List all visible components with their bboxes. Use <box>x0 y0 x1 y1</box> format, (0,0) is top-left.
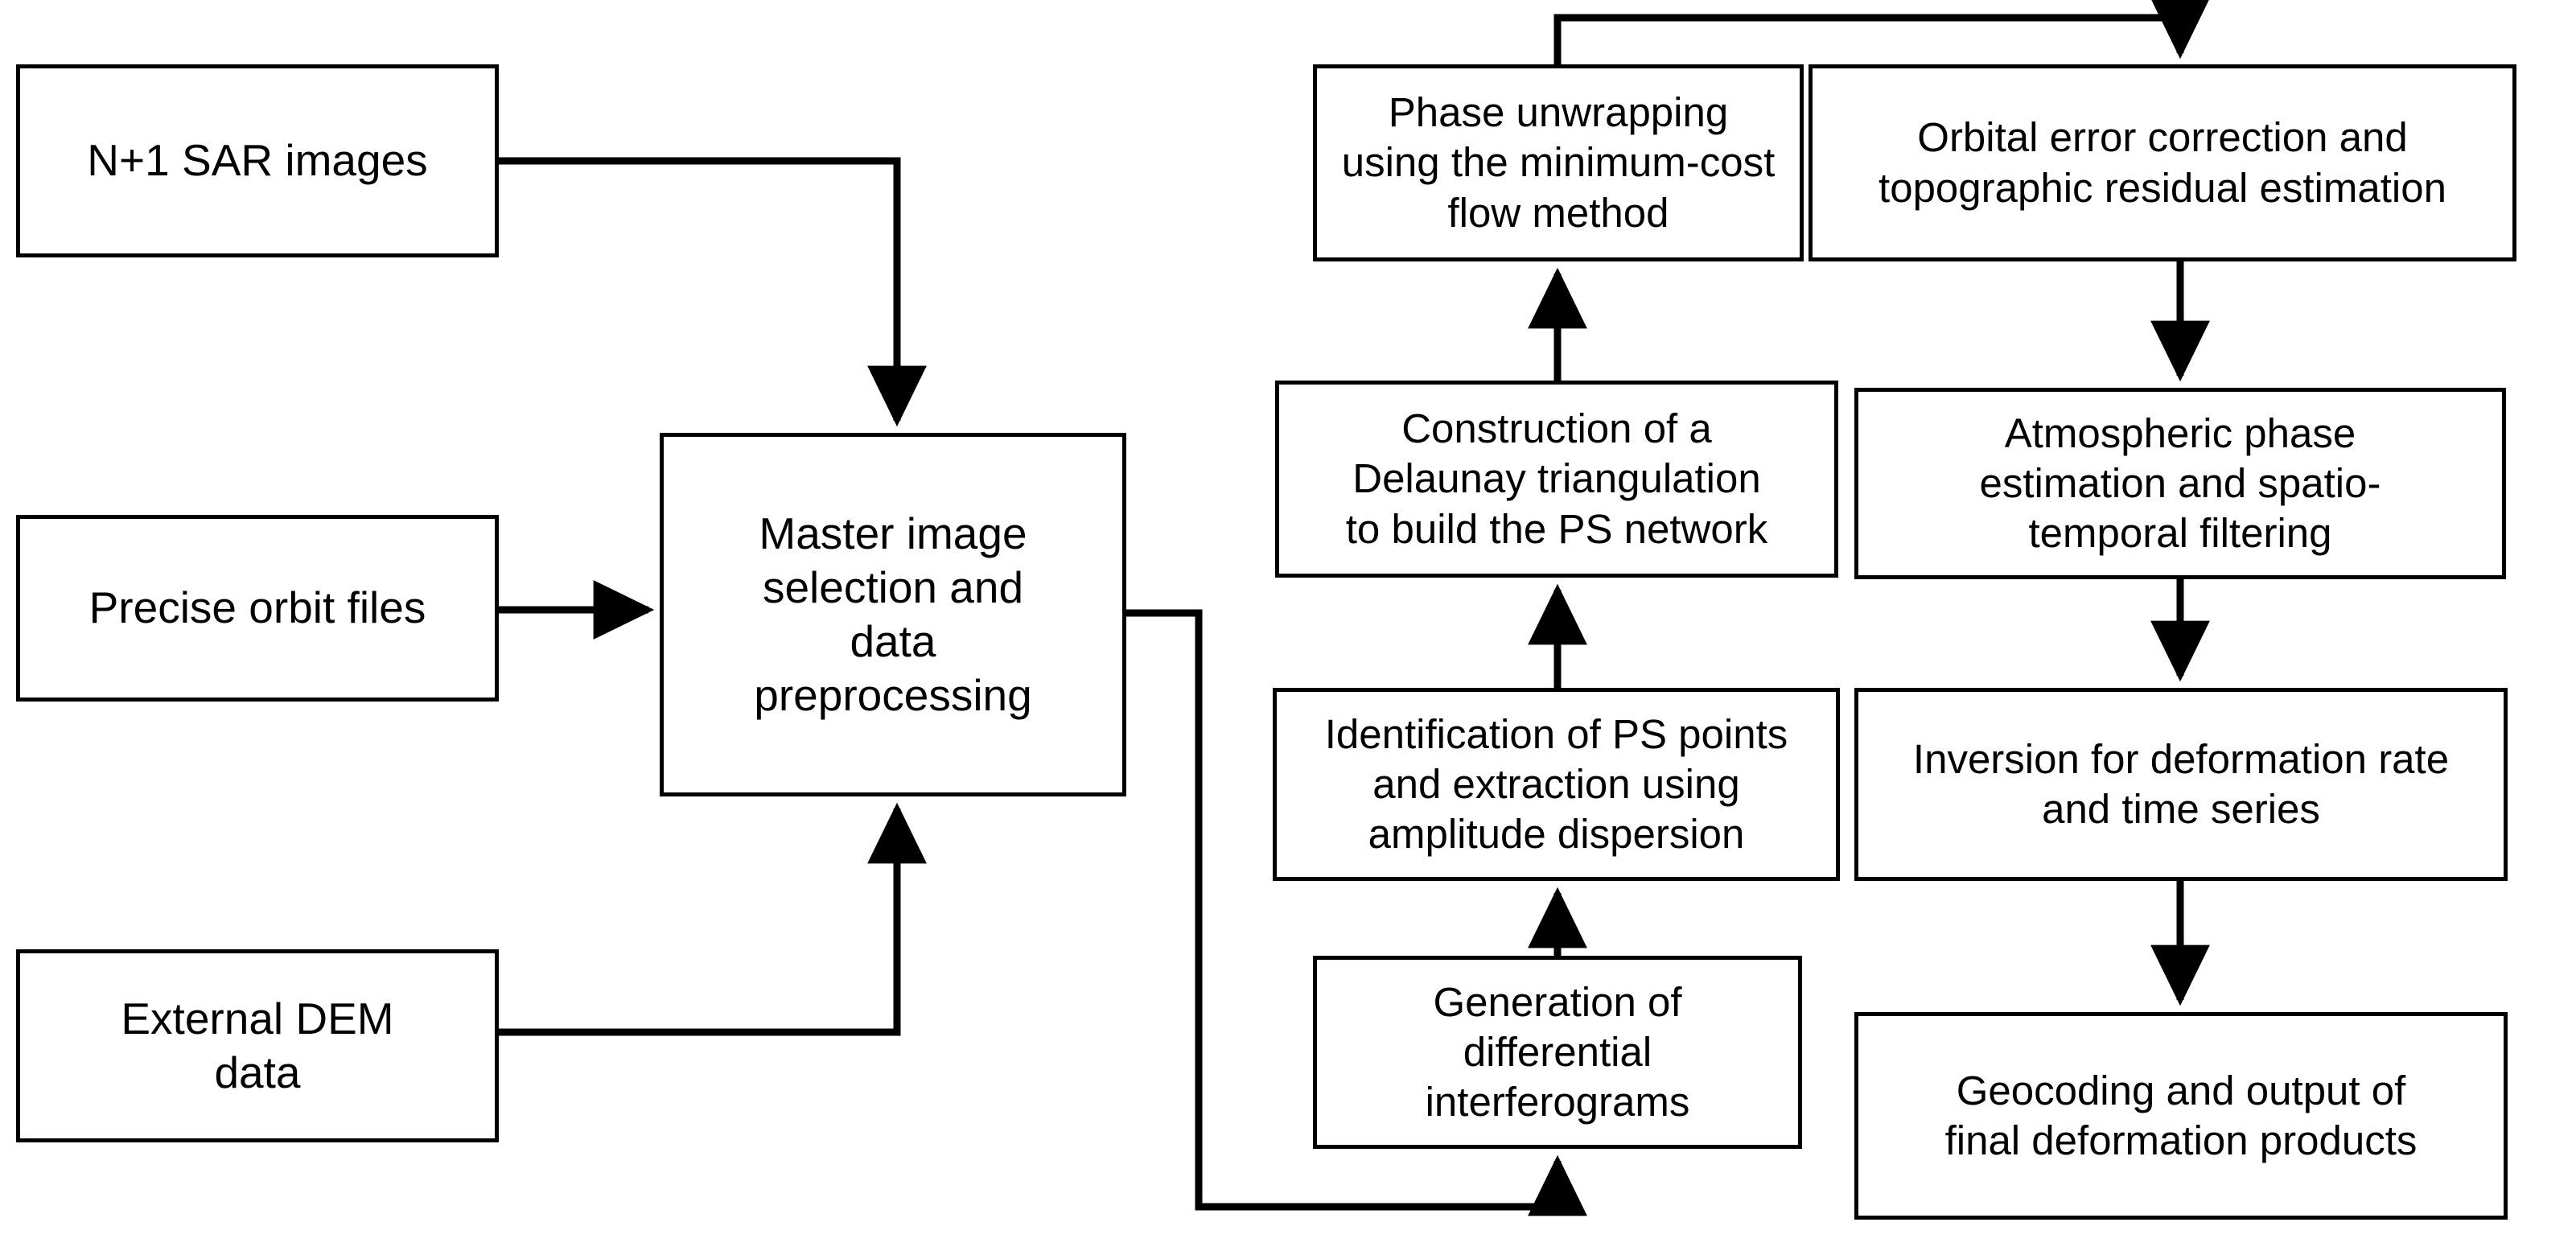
node-sar-images-label: N+1 SAR images <box>87 135 428 186</box>
node-differential-interferograms[interactable]: Generation of differential interferogram… <box>1313 956 1802 1149</box>
node-delaunay-triangulation-label: Construction of a Delaunay triangulation… <box>1345 405 1768 552</box>
node-ps-points-identification[interactable]: Identification of PS points and extracti… <box>1273 688 1840 881</box>
node-ps-points-identification-label: Identification of PS points and extracti… <box>1324 710 1788 858</box>
node-orbit-files-label: Precise orbit files <box>88 582 426 633</box>
connector-sar-to-master <box>499 157 927 427</box>
node-dem-data-label: External DEM data <box>121 993 394 1097</box>
node-atmospheric-phase-label: Atmospheric phase estimation and spatio-… <box>1979 409 2381 557</box>
node-phase-unwrapping-label: Phase unwrapping using the minimum-cost … <box>1341 89 1776 236</box>
node-geocoding-output-label: Geocoding and output of final deformatio… <box>1944 1067 2418 1163</box>
node-geocoding-output[interactable]: Geocoding and output of final deformatio… <box>1854 1012 2508 1220</box>
node-differential-interferograms-label: Generation of differential interferogram… <box>1425 978 1690 1125</box>
node-phase-unwrapping[interactable]: Phase unwrapping using the minimum-cost … <box>1313 64 1804 261</box>
node-orbit-files[interactable]: Precise orbit files <box>16 515 499 702</box>
node-orbital-error-correction-label: Orbital error correction and topographic… <box>1879 114 2446 211</box>
node-master-preprocessing[interactable]: Master image selection and data preproce… <box>660 433 1126 796</box>
node-master-preprocessing-label: Master image selection and data preproce… <box>754 508 1032 721</box>
connector-unwrapping-to-orbital <box>1553 0 2210 64</box>
node-inversion-deformation[interactable]: Inversion for deformation rate and time … <box>1854 688 2508 881</box>
node-dem-data[interactable]: External DEM data <box>16 949 499 1142</box>
connector-dem-to-master <box>499 802 927 1036</box>
node-sar-images[interactable]: N+1 SAR images <box>16 64 499 257</box>
node-atmospheric-phase[interactable]: Atmospheric phase estimation and spatio-… <box>1854 388 2506 579</box>
node-inversion-deformation-label: Inversion for deformation rate and time … <box>1912 735 2450 832</box>
node-delaunay-triangulation[interactable]: Construction of a Delaunay triangulation… <box>1275 381 1838 578</box>
node-orbital-error-correction[interactable]: Orbital error correction and topographic… <box>1809 64 2516 261</box>
